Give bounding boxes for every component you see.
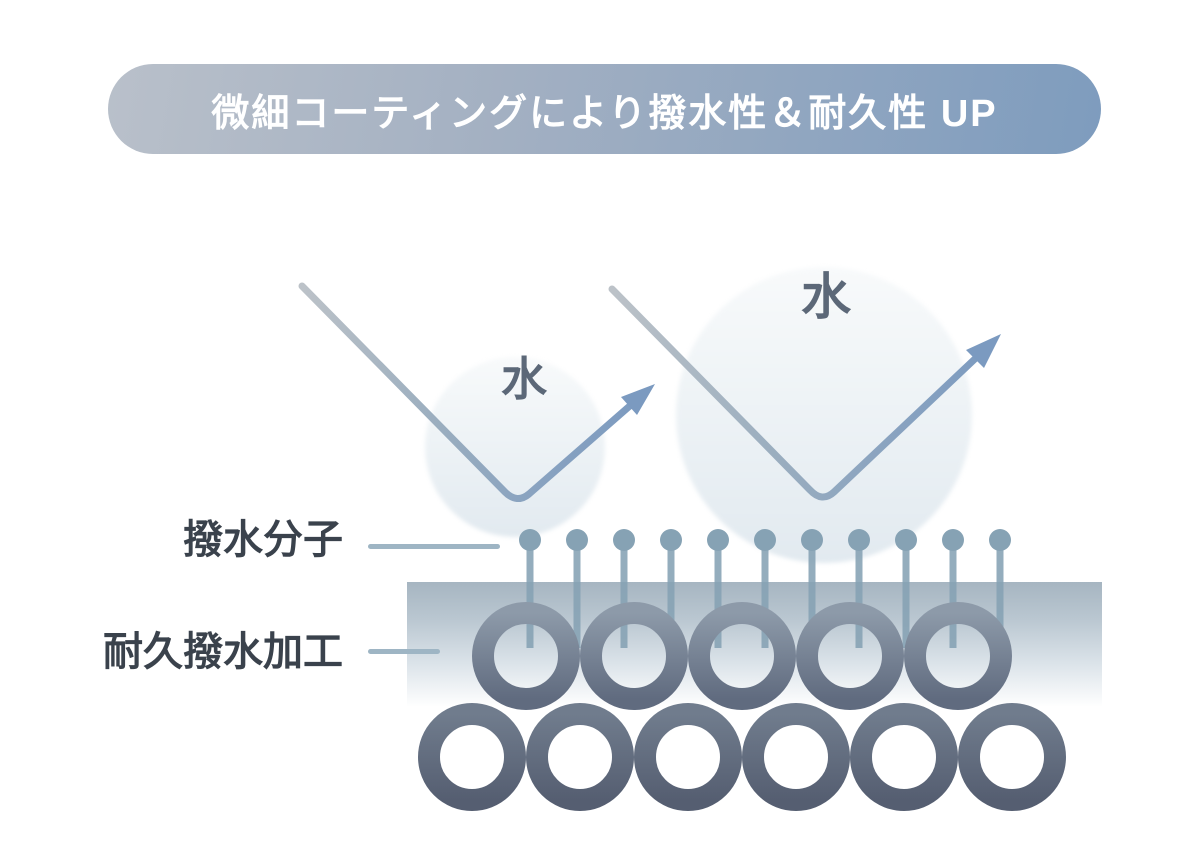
coating-ring xyxy=(688,602,796,710)
bounce-arrowhead-small xyxy=(621,384,655,415)
coating-rings-top-row xyxy=(472,602,1012,710)
pin-head xyxy=(754,529,776,551)
coating-ring xyxy=(904,602,1012,710)
coating-rings-bottom-row xyxy=(418,703,1066,811)
pin-head xyxy=(895,529,917,551)
title-text: 微細コーティングにより撥水性＆耐久性 UP xyxy=(211,92,998,135)
pin-head xyxy=(989,529,1011,551)
caption-durable-coating: 耐久撥水加工 xyxy=(103,630,343,674)
bounce-arrowhead-large xyxy=(966,334,1001,368)
coating-ring xyxy=(472,602,580,710)
coating-ring xyxy=(418,703,526,811)
caption-repellent-molecule: 撥水分子 xyxy=(183,518,343,562)
pin-head xyxy=(801,529,823,551)
bounce-arrow-small xyxy=(298,282,636,502)
pin-head xyxy=(942,529,964,551)
water-label-large: 水 xyxy=(801,269,851,325)
coating-ring xyxy=(634,703,742,811)
coating-ring xyxy=(526,703,634,811)
pin-head xyxy=(613,529,635,551)
pin-head xyxy=(519,529,541,551)
coating-ring xyxy=(580,602,688,710)
water-label-small: 水 xyxy=(501,353,547,405)
pin-head xyxy=(707,529,729,551)
coating-ring xyxy=(796,602,904,710)
pin-head xyxy=(660,529,682,551)
water-droplet-large xyxy=(676,267,972,563)
coating-ring xyxy=(850,703,958,811)
bounce-arrow-large xyxy=(608,285,982,501)
water-droplet-small xyxy=(425,357,605,537)
leader-line-molecule xyxy=(368,544,500,549)
pin-head xyxy=(566,529,588,551)
title-banner: 微細コーティングにより撥水性＆耐久性 UP xyxy=(108,64,1101,154)
pin-head xyxy=(848,529,870,551)
coating-ring xyxy=(958,703,1066,811)
coating-ring xyxy=(742,703,850,811)
leader-line-coating xyxy=(368,649,440,654)
